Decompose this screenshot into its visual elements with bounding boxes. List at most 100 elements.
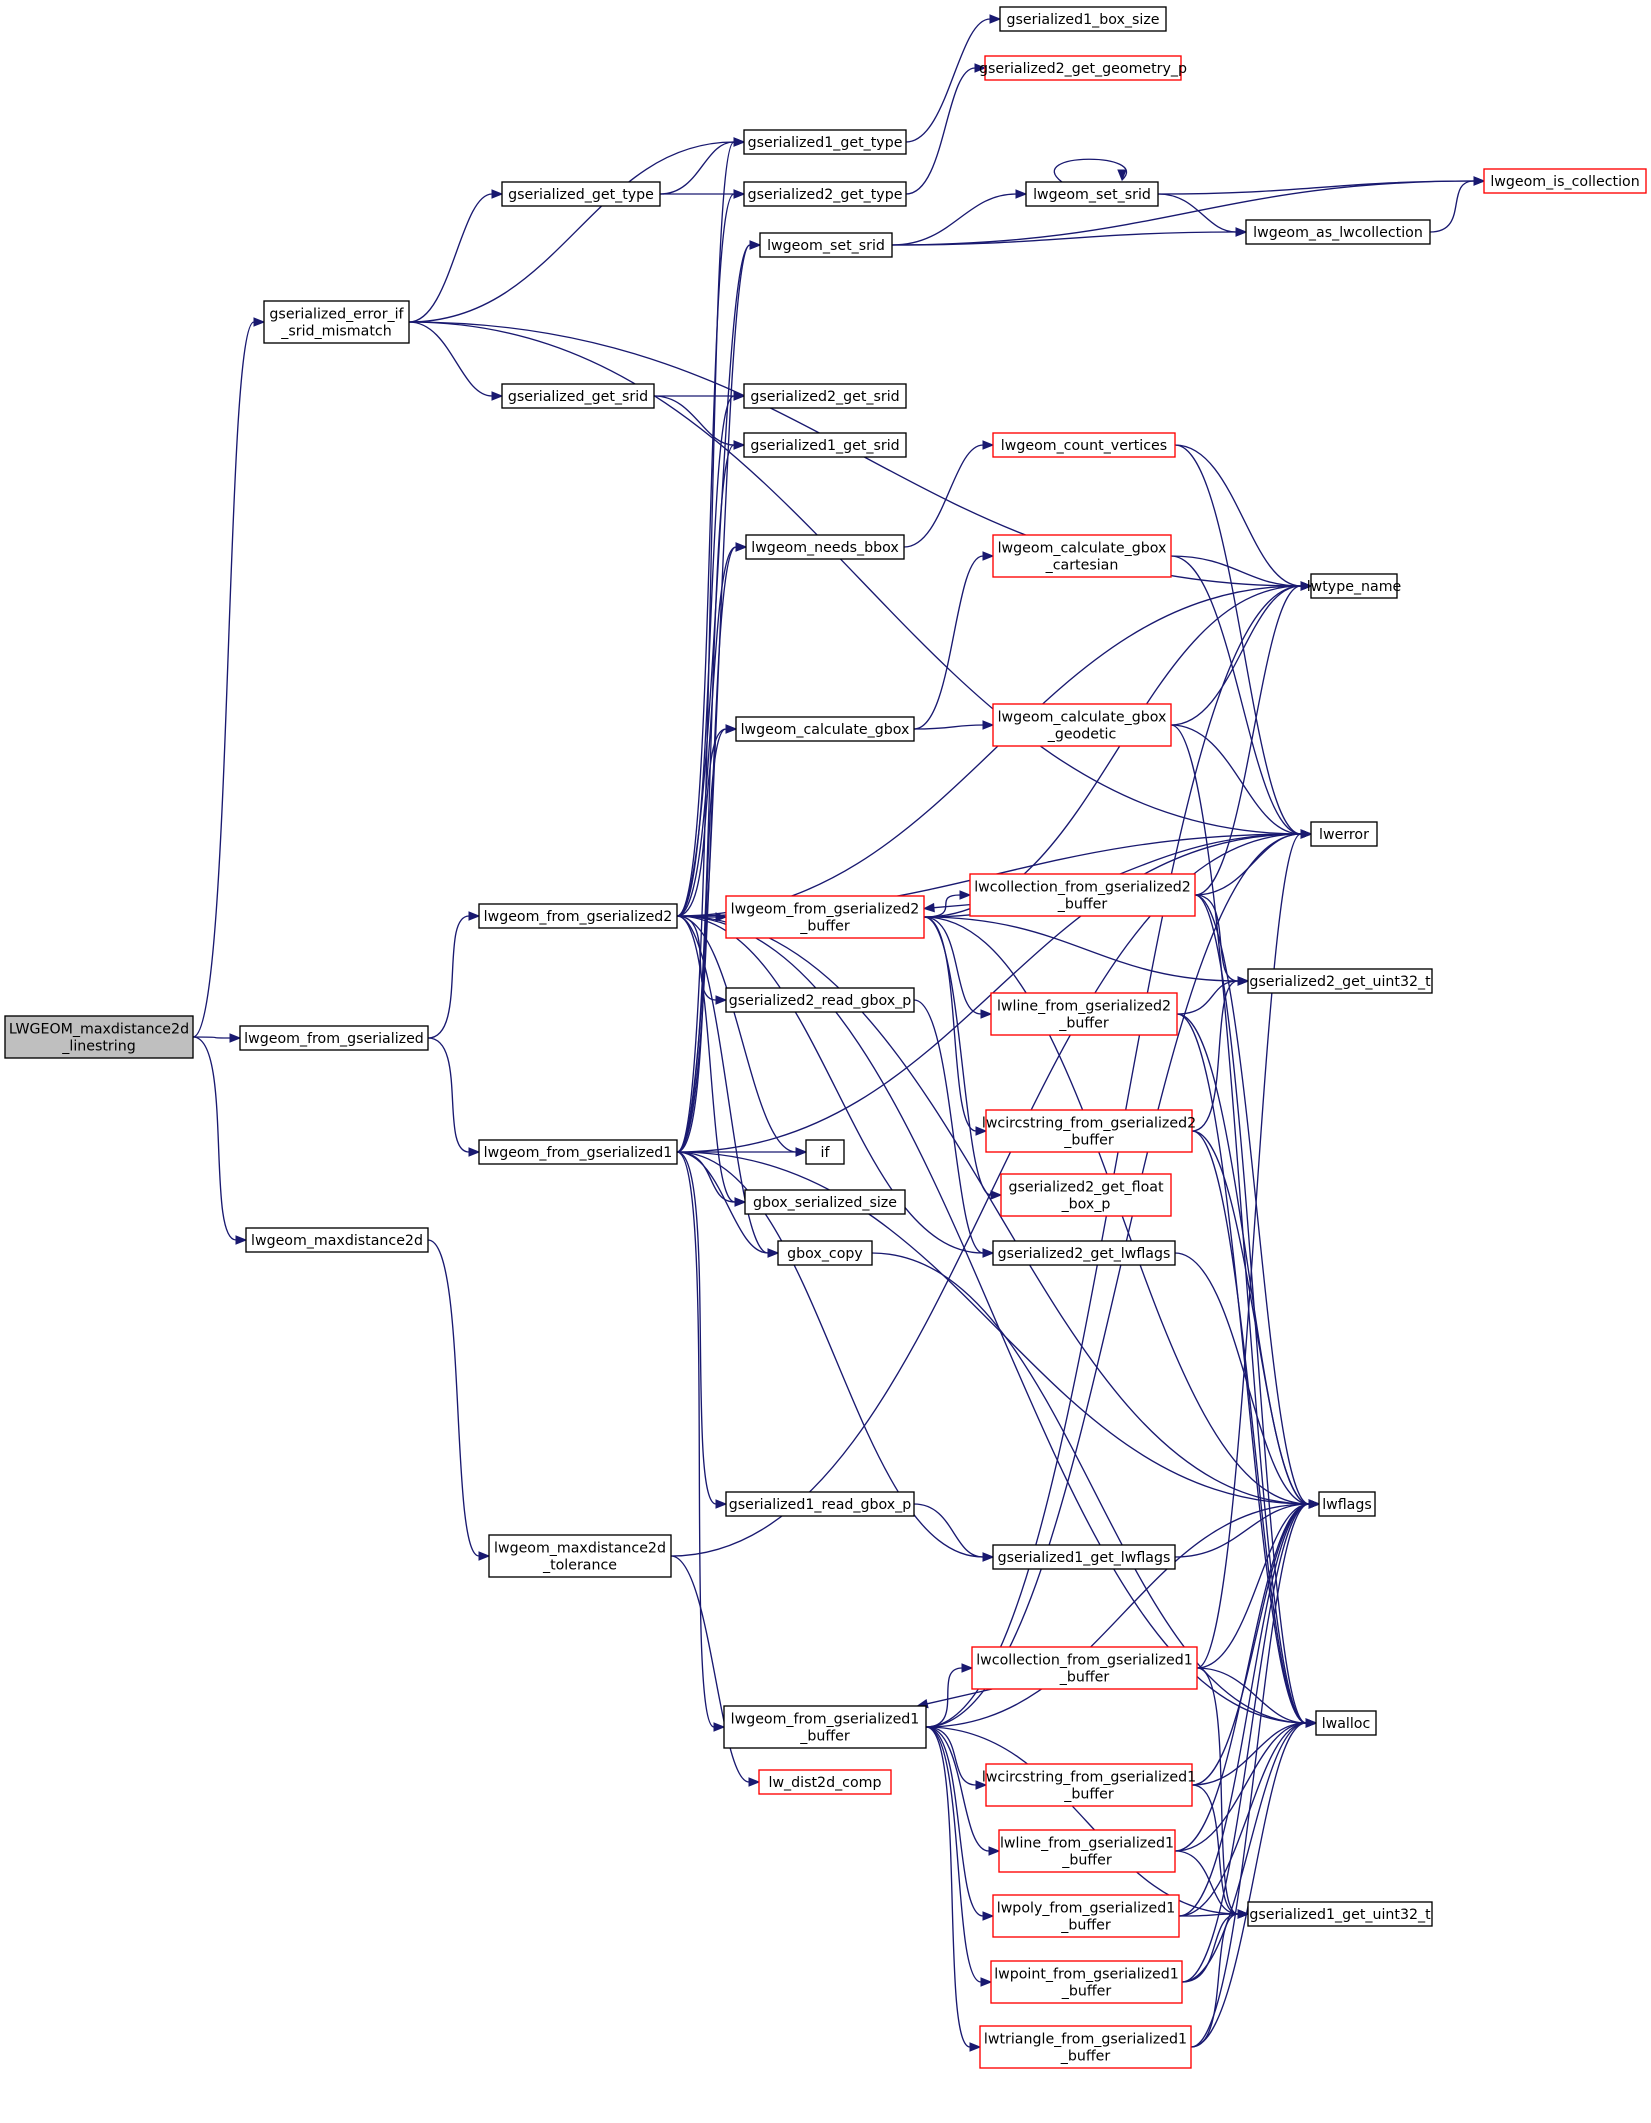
node-label: lwcollection_from_gserialized2 xyxy=(974,880,1191,896)
node-ltfg1b[interactable]: lwtriangle_from_gserialized1_buffer xyxy=(979,2025,1192,2069)
node-g2rgp[interactable]: gserialized2_read_gbox_p xyxy=(725,987,915,1013)
node-label: gserialized1_get_srid xyxy=(750,438,899,454)
edge-line xyxy=(925,1726,982,1983)
node-lcfg2b[interactable]: lwcollection_from_gserialized2_buffer xyxy=(969,873,1196,917)
node-box xyxy=(969,873,1196,917)
node-g2glf[interactable]: gserialized2_get_lwflags xyxy=(992,1240,1176,1266)
node-g2gt[interactable]: gserialized2_get_type xyxy=(743,181,907,207)
node-g1gu[interactable]: gserialized1_get_uint32_t xyxy=(1247,1901,1433,1927)
node-lcgg[interactable]: lwgeom_calculate_gbox_geodetic xyxy=(992,703,1172,747)
edge-line xyxy=(925,833,1302,1728)
node-gss[interactable]: gbox_serialized_size xyxy=(744,1189,906,1215)
edge-gerror-to-ggt xyxy=(408,189,504,323)
node-lnb[interactable]: lwgeom_needs_bbox xyxy=(745,534,905,560)
edge-line xyxy=(1191,1503,1310,1786)
node-ggs[interactable]: gserialized_get_srid xyxy=(501,383,655,409)
edge-lal-to-lic xyxy=(1429,176,1486,233)
node-lmd2dt[interactable]: lwgeom_maxdistance2d_tolerance xyxy=(488,1534,672,1578)
node-box xyxy=(245,1227,429,1253)
node-lfg1[interactable]: lwgeom_from_gserialized1 xyxy=(478,1139,678,1165)
node-lpfg1b[interactable]: lwpoly_from_gserialized1_buffer xyxy=(992,1894,1180,1938)
node-label: gserialized1_get_uint32_t xyxy=(1249,1907,1431,1923)
edge-lfg2-to-lss1 xyxy=(676,240,762,917)
node-root: LWGEOM_maxdistance2d_linestring xyxy=(4,1015,194,1059)
node-gcopy[interactable]: gbox_copy xyxy=(777,1240,873,1266)
node-lccfg2b[interactable]: lwcircstring_from_gserialized2_buffer xyxy=(982,1109,1196,1153)
node-lss1[interactable]: lwgeom_set_srid xyxy=(759,232,893,258)
node-label: lwgeom_calculate_gbox xyxy=(998,541,1167,557)
node-g1glf[interactable]: gserialized1_get_lwflags xyxy=(992,1544,1176,1570)
node-lfg2b[interactable]: lwgeom_from_gserialized2_buffer xyxy=(725,895,925,939)
node-label: lwline_from_gserialized1 xyxy=(1000,1836,1174,1852)
edge-line xyxy=(1174,1722,1307,1852)
node-g1bs[interactable]: gserialized1_box_size xyxy=(999,6,1167,32)
edge-line xyxy=(1157,180,1475,195)
arrowhead xyxy=(982,1911,995,1921)
node-g2gfbp[interactable]: gserialized2_get_float_box_p xyxy=(1000,1173,1172,1217)
node-if[interactable]: if xyxy=(805,1139,845,1165)
node-lfg2[interactable]: lwgeom_from_gserialized2 xyxy=(478,903,678,929)
node-g2gu[interactable]: gserialized2_get_uint32_t xyxy=(1247,968,1433,994)
arrowhead xyxy=(734,1197,747,1207)
node-lcgc[interactable]: lwgeom_calculate_gbox_cartesian xyxy=(992,534,1172,578)
node-ggt[interactable]: gserialized_get_type xyxy=(501,181,661,207)
node-lcg[interactable]: lwgeom_calculate_gbox xyxy=(735,716,915,742)
node-lcfg1b[interactable]: lwcollection_from_gserialized1_buffer xyxy=(971,1646,1198,1690)
edge-line xyxy=(926,1688,993,1705)
edge-line xyxy=(192,1036,231,1039)
node-lmd2d[interactable]: lwgeom_maxdistance2d xyxy=(245,1227,429,1253)
node-box xyxy=(992,1894,1180,1938)
node-box xyxy=(1310,573,1398,599)
node-lptfg1b[interactable]: lwpoint_from_gserialized1_buffer xyxy=(990,1960,1183,2004)
arrowhead xyxy=(235,1235,248,1245)
node-lic[interactable]: lwgeom_is_collection xyxy=(1483,168,1647,194)
edge-lfg1-to-g1rgp xyxy=(676,1151,728,1509)
node-ldc[interactable]: lw_dist2d_comp xyxy=(758,1769,892,1795)
node-g1gt[interactable]: gserialized1_get_type xyxy=(743,129,907,155)
node-lcv[interactable]: lwgeom_count_vertices xyxy=(992,432,1176,458)
node-lfl[interactable]: lwflags xyxy=(1318,1491,1376,1517)
node-g2gs[interactable]: gserialized2_get_srid xyxy=(743,383,907,409)
node-label: gserialized1_box_size xyxy=(1006,12,1159,28)
node-lerr[interactable]: lwerror xyxy=(1310,821,1378,847)
node-g2ggp[interactable]: gserialized2_get_geometry_p xyxy=(979,55,1187,81)
node-g1rgp[interactable]: gserialized1_read_gbox_p xyxy=(725,1491,915,1517)
edge-line xyxy=(1191,1130,1307,1724)
node-lccfg1b[interactable]: lwcircstring_from_gserialized1_buffer xyxy=(982,1763,1196,1807)
node-llfg1b[interactable]: lwline_from_gserialized1_buffer xyxy=(998,1829,1176,1873)
edge-line xyxy=(925,1503,1310,1728)
edge-line xyxy=(1429,180,1475,233)
node-lss2[interactable]: lwgeom_set_srid xyxy=(1025,181,1159,207)
edge-line xyxy=(891,193,1017,246)
node-gerror[interactable]: gserialized_error_if_srid_mismatch xyxy=(263,300,410,344)
node-box xyxy=(478,1139,678,1165)
node-g1gs[interactable]: gserialized1_get_srid xyxy=(743,432,907,458)
edge-lfg2b-to-g2gfbp xyxy=(923,916,1003,1200)
edge-lcfg1b-to-lerr xyxy=(1196,829,1313,1669)
node-llfg2b[interactable]: lwline_from_gserialized2_buffer xyxy=(990,992,1178,1036)
edge-line xyxy=(913,555,984,730)
arrowhead xyxy=(1235,227,1248,237)
edge-lmd2d-to-lmd2dt xyxy=(427,1239,491,1561)
node-box xyxy=(992,534,1172,578)
node-label: _buffer xyxy=(799,919,850,935)
edge-line xyxy=(676,193,735,917)
edge-lmd2dt-to-ldc xyxy=(670,1555,761,1787)
edge-line xyxy=(933,903,971,909)
node-lfg1b[interactable]: lwgeom_from_gserialized1_buffer xyxy=(723,1705,927,1749)
node-ltn[interactable]: lwtype_name xyxy=(1307,573,1402,599)
edge-line xyxy=(913,724,984,730)
edge-line xyxy=(913,1503,984,1558)
edge-line xyxy=(676,244,751,1153)
node-label: lwgeom_set_srid xyxy=(767,238,885,254)
node-lalloc[interactable]: lwalloc xyxy=(1315,1710,1377,1736)
node-label: lwgeom_from_gserialized1 xyxy=(484,1145,673,1161)
arrowhead xyxy=(988,1846,1001,1856)
node-box xyxy=(1483,168,1647,194)
arrowhead xyxy=(1237,1909,1250,1919)
node-lal[interactable]: lwgeom_as_lwcollection xyxy=(1245,219,1431,245)
node-lfgs[interactable]: lwgeom_from_gserialized xyxy=(239,1025,429,1051)
edge-lfg1-to-lfg1b xyxy=(676,1151,726,1732)
node-label: LWGEOM_maxdistance2d xyxy=(9,1022,189,1038)
node-box xyxy=(4,1015,194,1059)
